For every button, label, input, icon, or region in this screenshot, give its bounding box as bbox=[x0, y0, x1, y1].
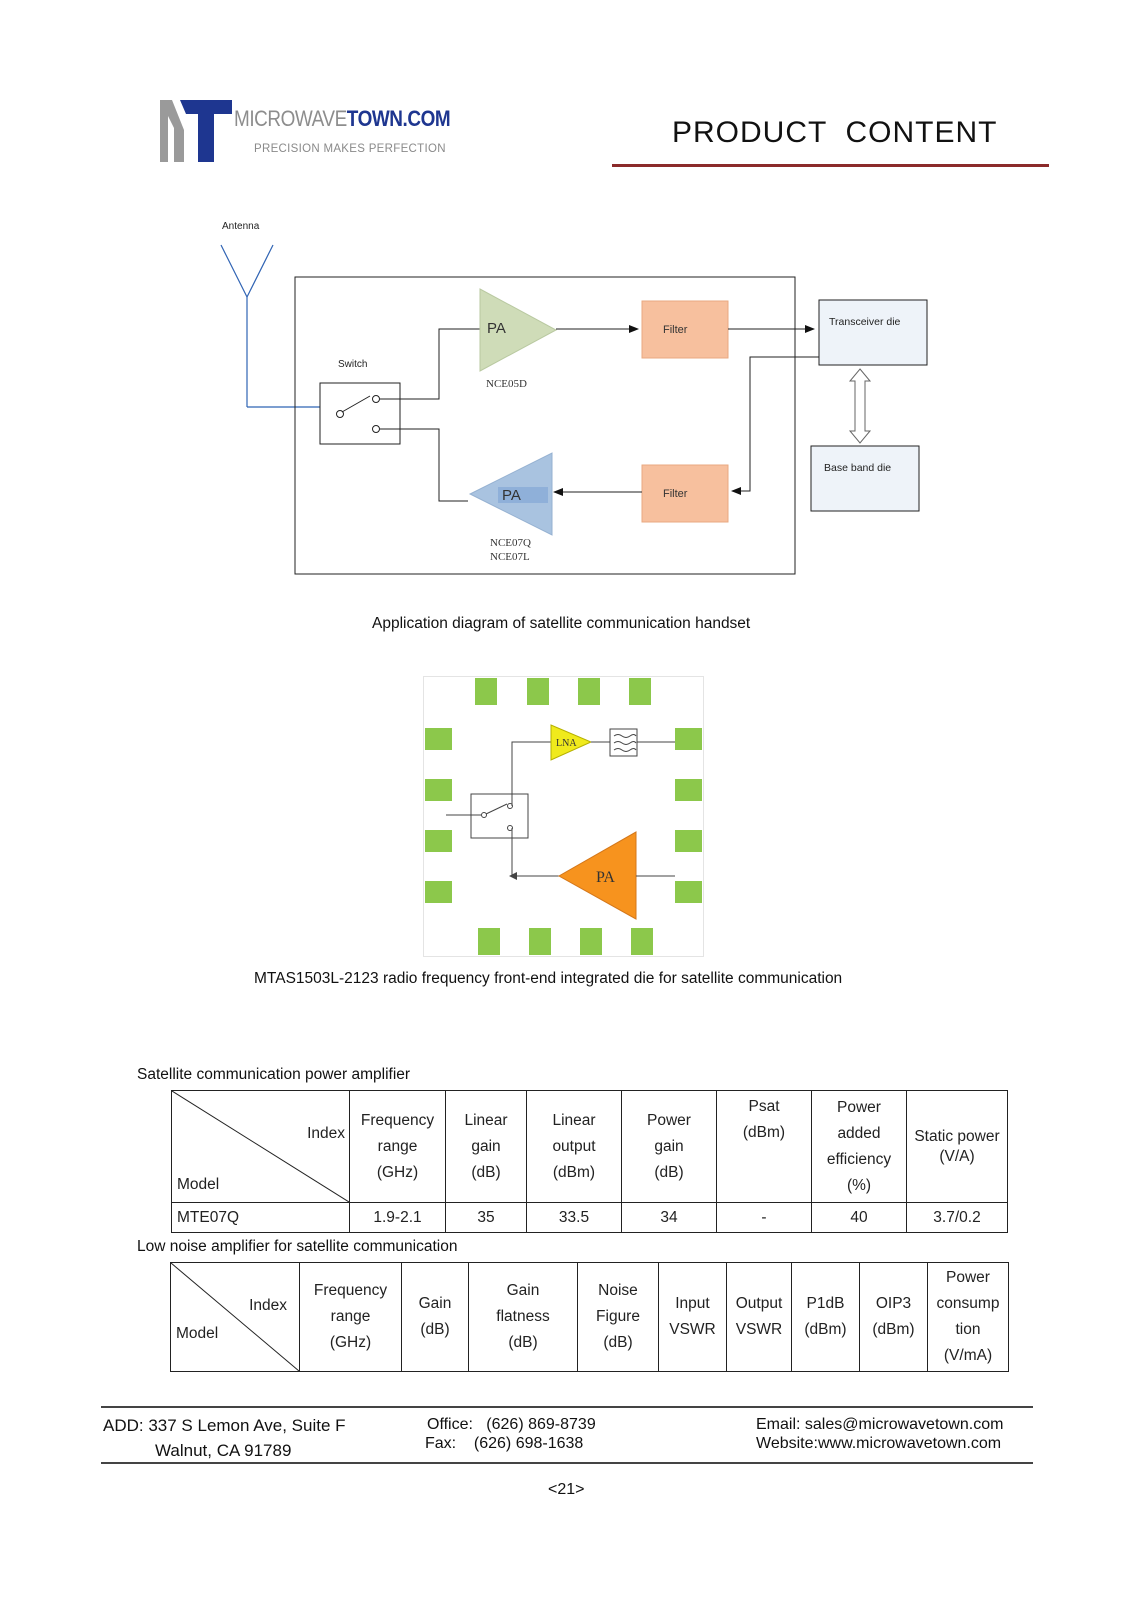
value-cell: 33.5 bbox=[526, 1202, 622, 1233]
filter-bottom-label: Filter bbox=[663, 488, 688, 500]
footer-bottom-rule bbox=[101, 1462, 1033, 1464]
diagram2-caption: MTAS1503L-2123 radio frequency front-end… bbox=[254, 970, 843, 987]
filter-top-label: Filter bbox=[663, 324, 688, 336]
fax-phone: Fax: (626) 698-1638 bbox=[425, 1435, 584, 1452]
corner-index-label: Index bbox=[249, 1297, 287, 1314]
baseband-label: Base band die bbox=[824, 462, 891, 474]
value-cell: - bbox=[716, 1202, 812, 1233]
value-cell: 40 bbox=[811, 1202, 907, 1233]
website-address: Website:www.microwavetown.com bbox=[756, 1435, 1002, 1452]
value-cell: 1.9-2.1 bbox=[349, 1202, 446, 1233]
table-row: MTE07Q 1.9-2.1 35 33.5 34 - 40 3.7/0.2 bbox=[171, 1202, 1008, 1233]
baseband-die bbox=[810, 445, 920, 512]
header-psat: Psat(dBm) bbox=[716, 1090, 812, 1203]
header-static-power: Static power(V/A) bbox=[906, 1090, 1008, 1203]
address-line2: Walnut, CA 91789 bbox=[155, 1441, 292, 1460]
pa-top-amplifier bbox=[479, 288, 558, 372]
corner-model-label: Model bbox=[177, 1176, 220, 1193]
pa-top-label: PA bbox=[487, 320, 506, 337]
switch-box bbox=[319, 382, 401, 445]
module-frame bbox=[294, 276, 796, 575]
table2-title: Low noise amplifier for satellite commun… bbox=[137, 1238, 458, 1255]
bidirectional-arrow bbox=[848, 368, 872, 444]
pa-top-part: NCE05D bbox=[486, 378, 527, 390]
corner-index-label: Index bbox=[307, 1125, 345, 1142]
page-number: <21> bbox=[548, 1481, 585, 1498]
value-cell: 35 bbox=[445, 1202, 527, 1233]
page-title: PRODUCT CONTENT bbox=[672, 116, 998, 149]
company-name: MICROWAVETOWN.COM bbox=[234, 106, 451, 131]
header-oip3: OIP3(dBm) bbox=[859, 1262, 928, 1372]
table-corner-cell: Index Model bbox=[170, 1262, 300, 1372]
die-pa-label: PA bbox=[596, 869, 615, 886]
company-tagline: PRECISION MAKES PERFECTION bbox=[254, 143, 446, 155]
switch-label: Switch bbox=[338, 359, 367, 370]
transceiver-label: Transceiver die bbox=[829, 316, 901, 328]
value-cell: 3.7/0.2 bbox=[906, 1202, 1008, 1233]
diagram1-caption: Application diagram of satellite communi… bbox=[372, 615, 751, 632]
antenna-icon bbox=[220, 244, 274, 407]
corner-model-label: Model bbox=[176, 1325, 219, 1342]
application-diagram: Antenna Switch PA NCE05D Filter Transcei… bbox=[220, 221, 928, 575]
switch-icon bbox=[336, 395, 380, 433]
bond-pads bbox=[425, 678, 702, 955]
die-switch-box bbox=[470, 793, 529, 839]
value-cell: 34 bbox=[621, 1202, 717, 1233]
header-p1db: P1dB(dBm) bbox=[791, 1262, 860, 1372]
pa-bottom-part-1: NCE07Q bbox=[490, 537, 531, 549]
title-underline bbox=[612, 164, 1049, 167]
table1-title: Satellite communication power amplifier bbox=[137, 1066, 411, 1083]
lna-label: LNA bbox=[556, 738, 577, 749]
filter-bottom bbox=[641, 464, 729, 523]
table-corner-cell: Index Model bbox=[171, 1090, 350, 1203]
address-line1: ADD: 337 S Lemon Ave, Suite F bbox=[103, 1416, 346, 1435]
model-cell: MTE07Q bbox=[171, 1202, 350, 1233]
die-diagram: LNA PA bbox=[423, 676, 704, 957]
antenna-label: Antenna bbox=[222, 221, 260, 232]
footer-top-rule bbox=[101, 1406, 1033, 1408]
pa-bottom-label: PA bbox=[502, 487, 521, 504]
pa-bottom-part-2: NCE07L bbox=[490, 551, 530, 563]
header-gain: Gain(dB) bbox=[401, 1262, 469, 1372]
filter-top bbox=[641, 300, 729, 359]
die-switch-icon bbox=[481, 803, 513, 831]
office-phone: Office: (626) 869-8739 bbox=[427, 1416, 596, 1433]
transceiver-die bbox=[818, 299, 928, 366]
email-address: Email: sales@microwavetown.com bbox=[756, 1416, 1004, 1433]
company-logo-icon bbox=[160, 100, 232, 162]
lna-amplifier bbox=[550, 724, 593, 761]
